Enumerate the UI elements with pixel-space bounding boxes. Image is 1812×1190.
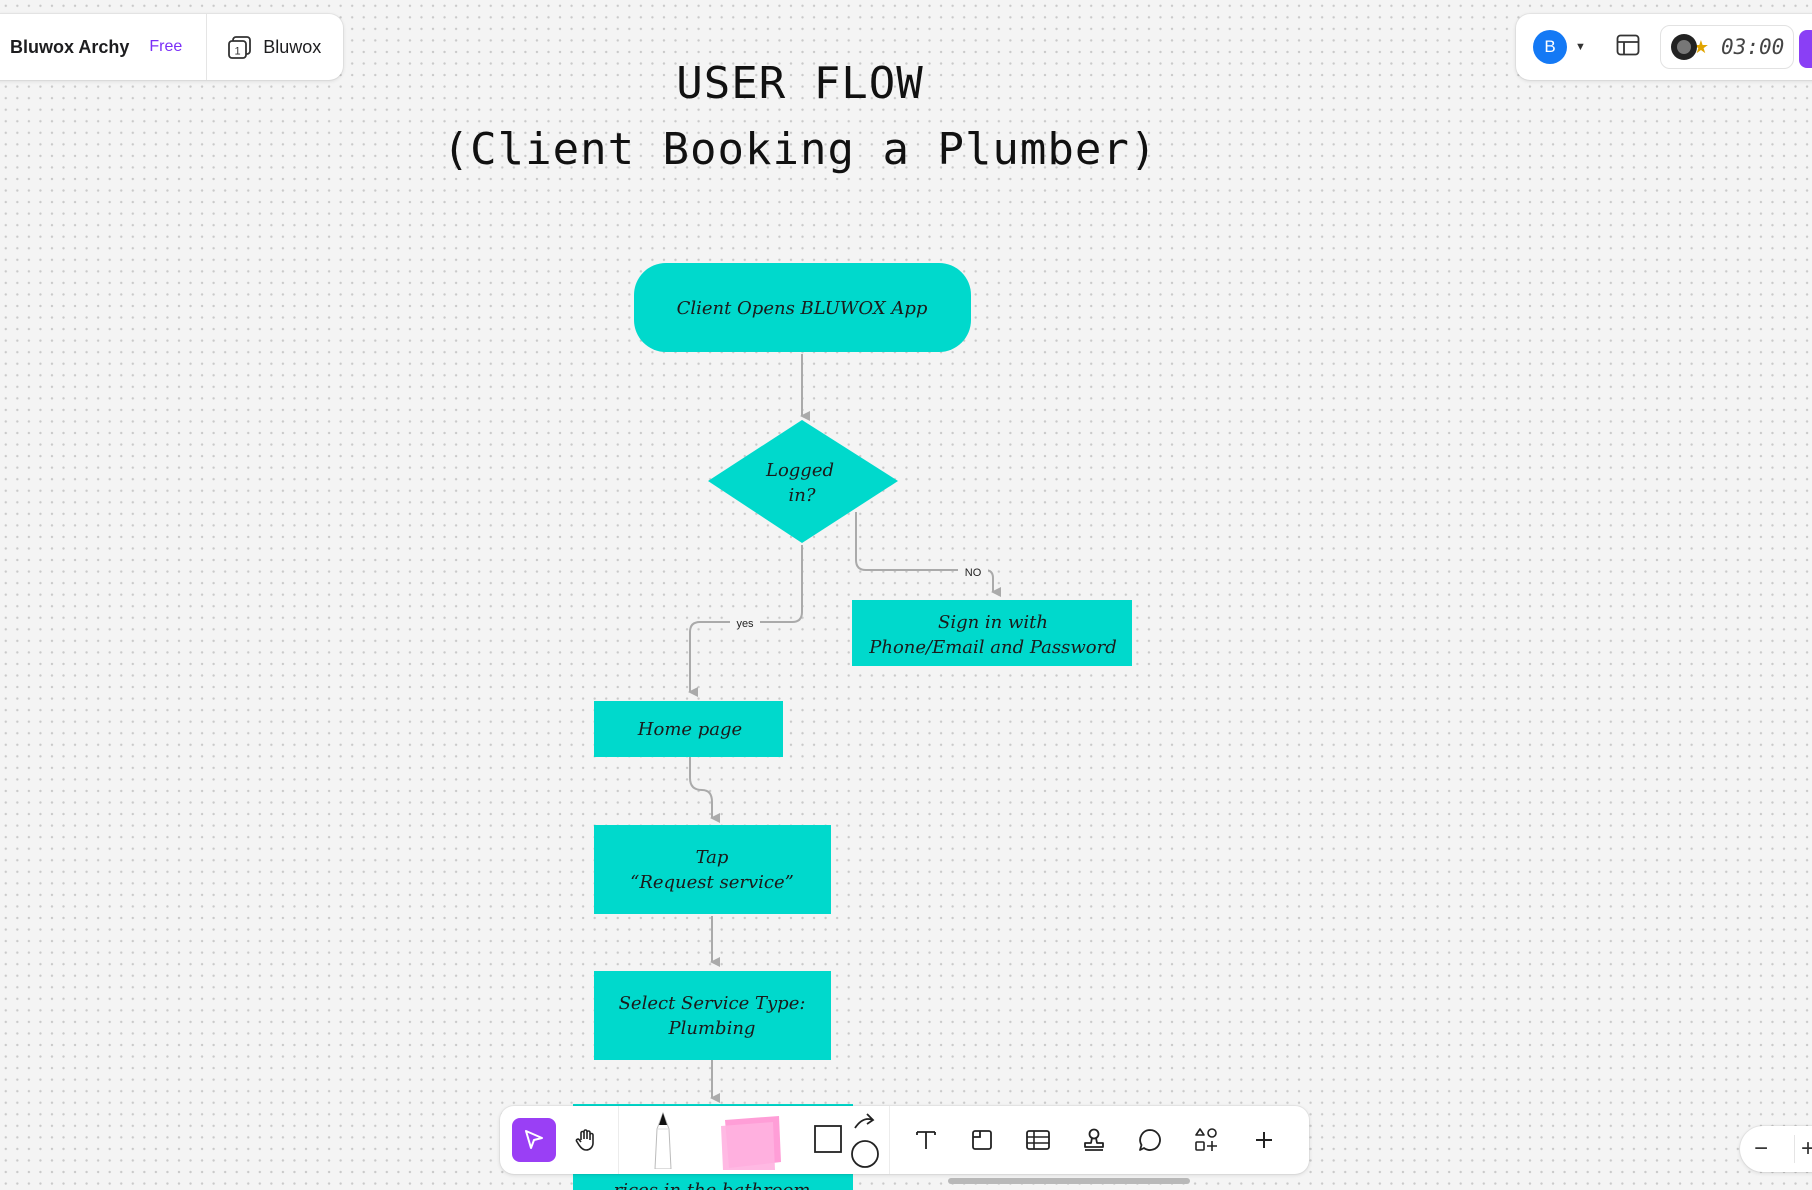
- workspace-switcher[interactable]: 1 Bluwox: [227, 34, 321, 60]
- plus-icon: [1256, 1132, 1272, 1148]
- node-select[interactable]: Select Service Type: Plumbing: [594, 971, 831, 1060]
- zoom-in-button[interactable]: +: [1801, 1135, 1812, 1162]
- text-tool[interactable]: [904, 1118, 948, 1162]
- edge-label-no: NO: [965, 567, 982, 579]
- workspace-icon: 1: [228, 36, 252, 59]
- workspace-name: Bluwox: [263, 36, 322, 57]
- sticky-note-tool[interactable]: [715, 1110, 789, 1170]
- node-select-label-2: Plumbing: [668, 1018, 756, 1039]
- apps-icon: [1195, 1128, 1217, 1151]
- cursor-icon: [525, 1130, 543, 1149]
- pen-tool[interactable]: [641, 1110, 685, 1170]
- node-decision[interactable]: Logged in?: [708, 420, 898, 543]
- node-select-label: Select Service Type:: [619, 993, 806, 1014]
- node-signin[interactable]: Sign in with Phone/Email and Password: [852, 600, 1132, 666]
- timer-widget[interactable]: ★ 03:00: [1659, 25, 1794, 69]
- divider: [206, 14, 208, 80]
- node-partial-label: rices in the bathroom: [614, 1180, 811, 1190]
- board-name[interactable]: Bluwox Archy: [10, 36, 130, 57]
- page-subtitle: (Client Booking a Plumber): [442, 124, 1158, 175]
- select-tool[interactable]: [512, 1118, 556, 1162]
- edge-home-tap[interactable]: [689, 757, 720, 823]
- add-tool[interactable]: [1242, 1118, 1286, 1162]
- node-home[interactable]: Home page: [594, 701, 783, 757]
- music-icon: [1670, 34, 1697, 60]
- avatar[interactable]: B: [1533, 30, 1567, 64]
- node-tap-label: Tap: [696, 847, 729, 868]
- page-title: USER FLOW: [676, 58, 924, 109]
- node-decision-label: Logged: [765, 460, 834, 481]
- stamp-tool[interactable]: [1072, 1118, 1116, 1162]
- top-right-controls: B ▼ ★ 03:00: [1516, 14, 1812, 80]
- board-header: Bluwox Archy Free 1 Bluwox: [0, 14, 343, 80]
- shapes-icon: [814, 1113, 879, 1168]
- chevron-down-icon[interactable]: ▼: [1575, 41, 1586, 53]
- frame-tool[interactable]: [960, 1118, 1004, 1162]
- node-signin-label: Sign in with: [938, 612, 1048, 633]
- node-home-label: Home page: [637, 719, 742, 740]
- node-decision-label-2: in?: [789, 485, 816, 506]
- comment-icon: [1139, 1129, 1161, 1151]
- bottom-toolbar: [500, 1106, 1309, 1174]
- table-tool[interactable]: [1016, 1118, 1060, 1162]
- horizontal-scrollbar[interactable]: [948, 1178, 1190, 1184]
- star-icon: ★: [1692, 36, 1710, 57]
- hand-tool[interactable]: [564, 1118, 608, 1162]
- zoom-out-button[interactable]: −: [1754, 1135, 1769, 1162]
- text-icon: [916, 1131, 936, 1149]
- plan-badge[interactable]: Free: [149, 38, 183, 55]
- stamp-icon: [1084, 1128, 1104, 1151]
- frame-icon: [972, 1130, 992, 1150]
- edge-label-yes: yes: [736, 618, 754, 630]
- divider: [889, 1106, 890, 1174]
- comment-tool[interactable]: [1128, 1118, 1172, 1162]
- pen-icon: [654, 1111, 672, 1169]
- node-tap[interactable]: Tap “Request service”: [594, 825, 831, 914]
- hand-icon: [575, 1129, 594, 1151]
- node-start-label: Client Opens BLUWOX App: [677, 298, 928, 319]
- sticky-note-icon: [721, 1116, 781, 1170]
- divider: [1794, 1135, 1796, 1163]
- shape-tool[interactable]: [811, 1110, 881, 1170]
- share-button[interactable]: [1799, 30, 1812, 68]
- layout-icon[interactable]: [1616, 34, 1640, 61]
- table-icon: [1026, 1130, 1050, 1150]
- edge-decision-signin[interactable]: [855, 512, 1001, 597]
- node-signin-label-2: Phone/Email and Password: [868, 637, 1116, 658]
- timer-value: 03:00: [1721, 35, 1785, 59]
- node-start[interactable]: Client Opens BLUWOX App: [634, 263, 971, 352]
- svg-text:1: 1: [235, 46, 241, 58]
- divider: [618, 1106, 619, 1174]
- zoom-control: − +: [1740, 1126, 1812, 1172]
- node-tap-label-2: “Request service”: [630, 872, 794, 893]
- more-tools[interactable]: [1184, 1118, 1228, 1162]
